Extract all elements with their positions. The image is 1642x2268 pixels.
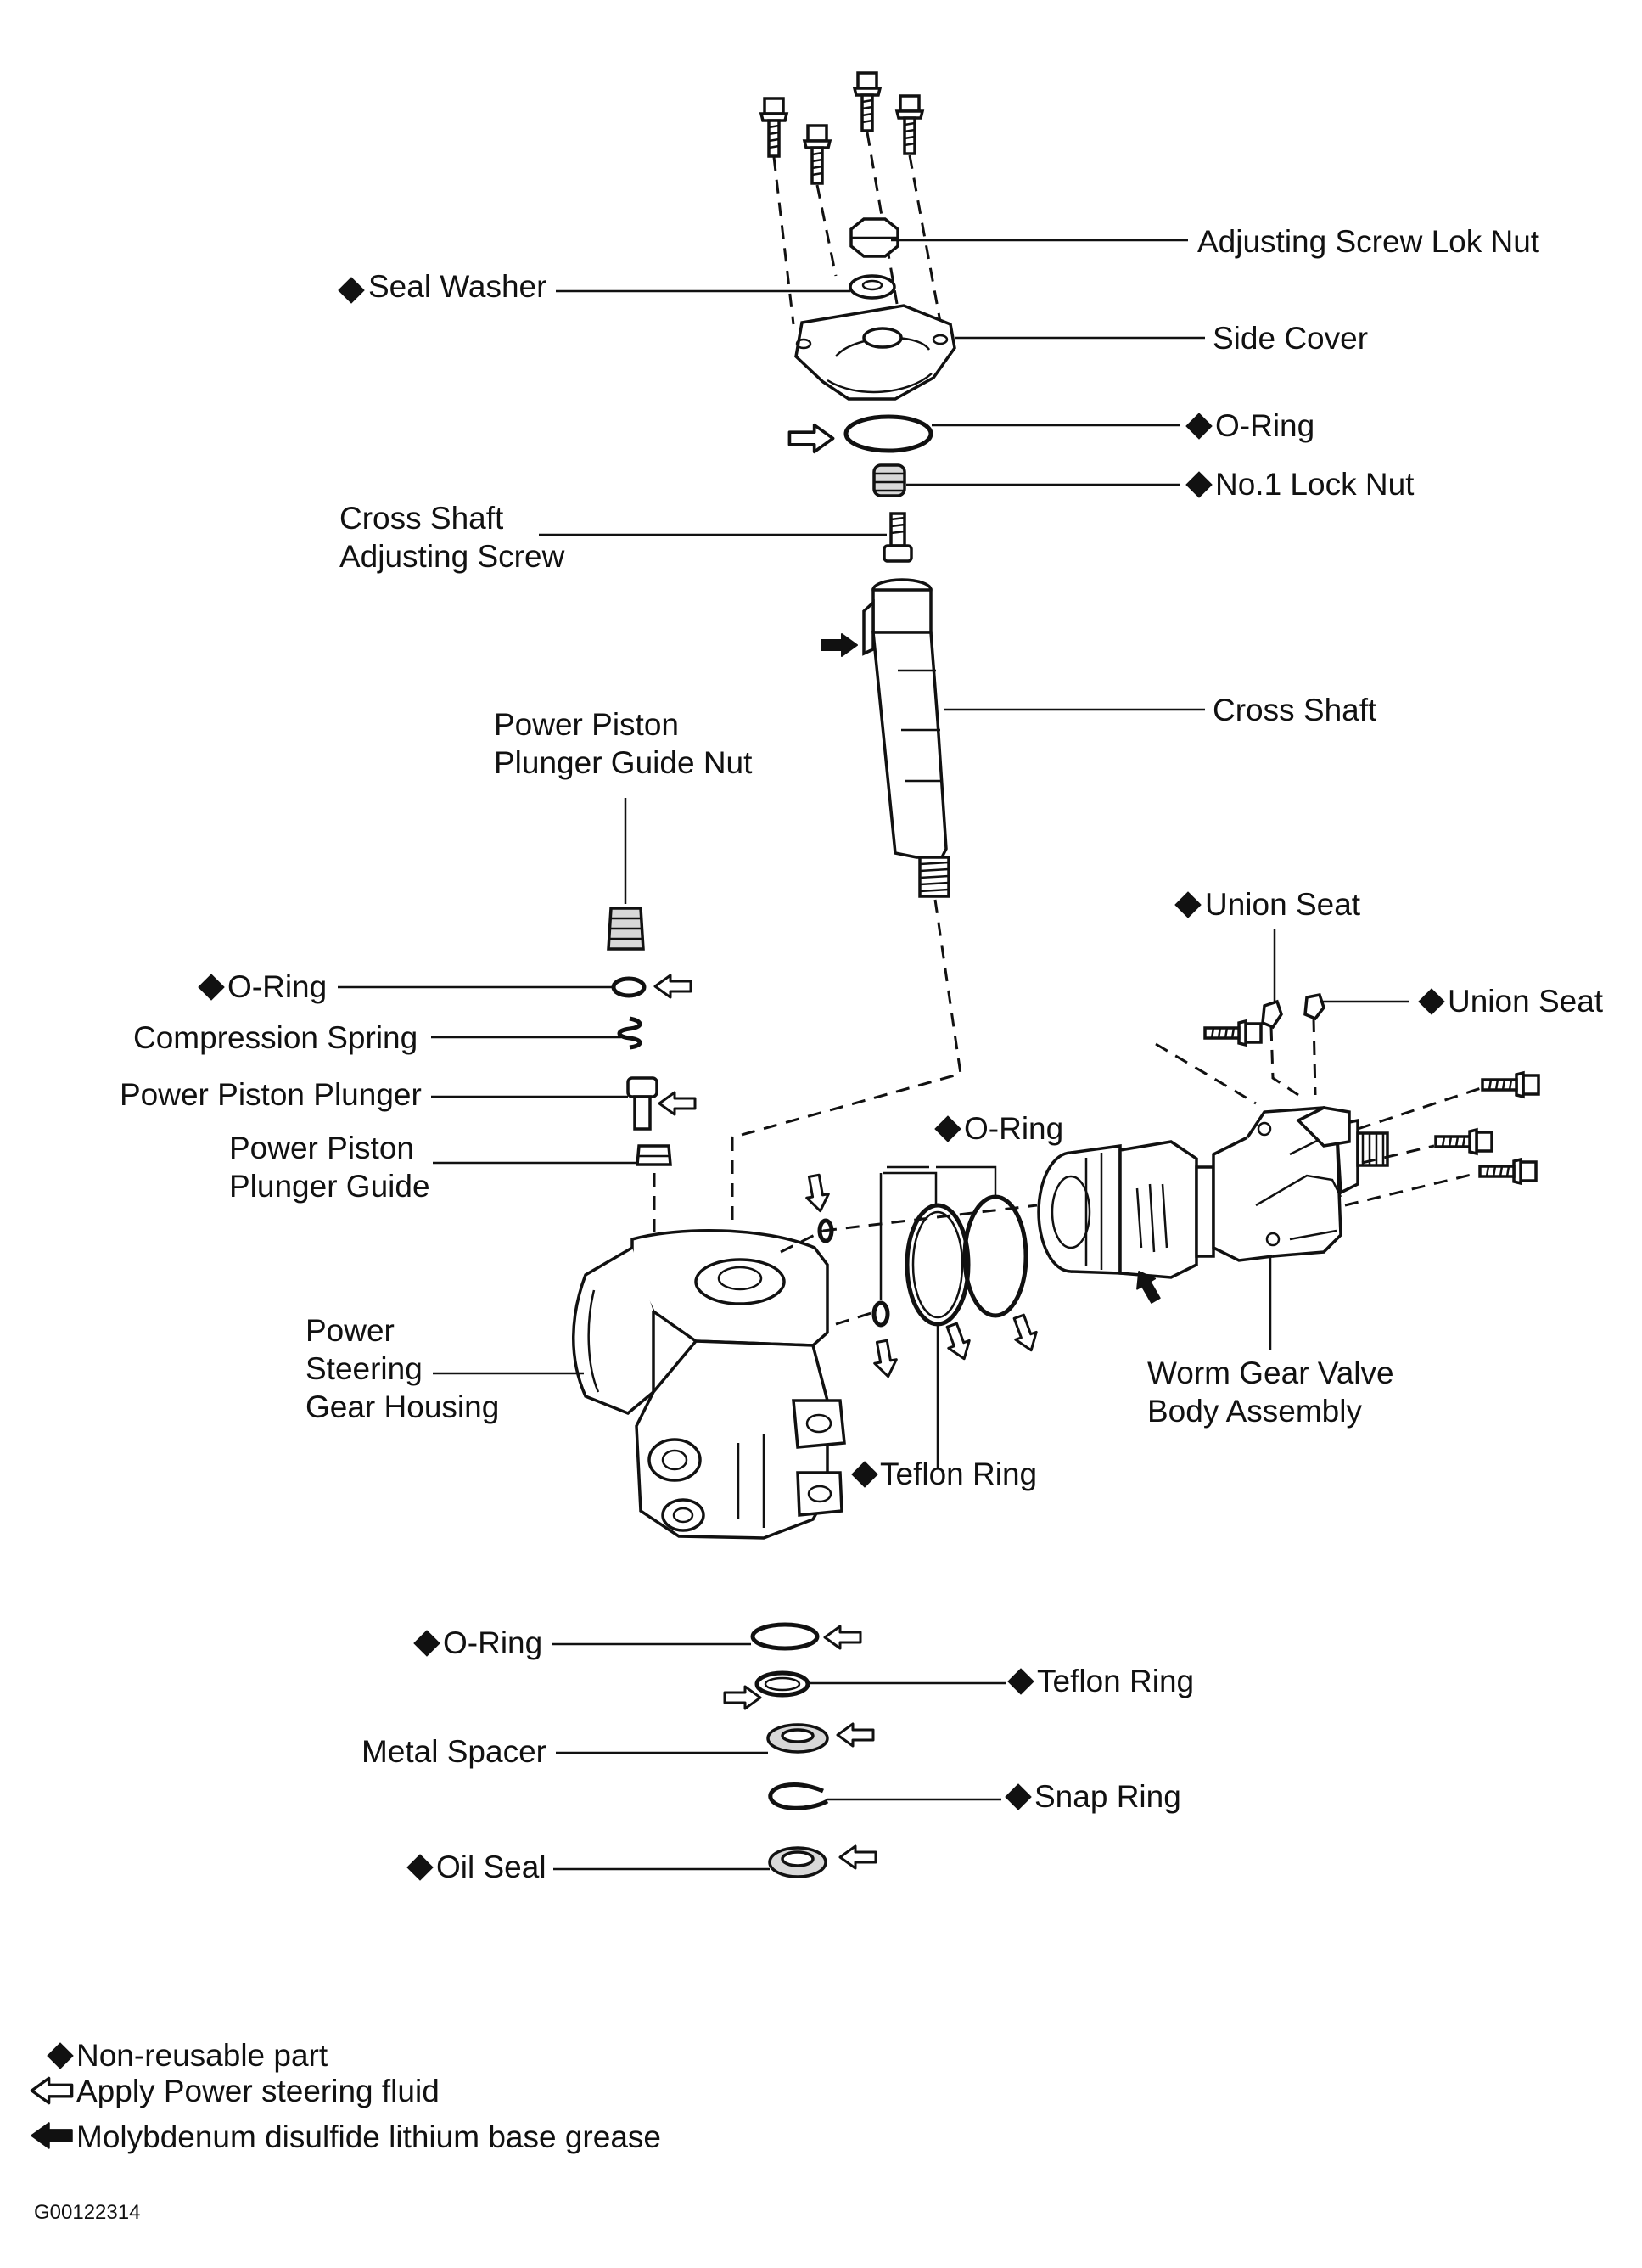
legend-apply-fluid: Apply Power steering fluid: [76, 2074, 440, 2108]
label-cross-shaft: Cross Shaft: [1213, 693, 1377, 727]
label-worm-gear-line2: Body Assembly: [1147, 1394, 1362, 1429]
cross-shaft-part: [821, 578, 950, 898]
adjusting-screw-lock-nut-part: [849, 217, 899, 258]
label-snap-ring: Snap Ring: [1034, 1779, 1181, 1814]
label-side-cover: Side Cover: [1213, 321, 1368, 356]
label-union-seat-1: Union Seat: [1205, 887, 1361, 922]
cross-shaft-adjusting-screw-part: [883, 512, 913, 563]
label-o-ring-middle: O-Ring: [964, 1111, 1063, 1146]
label-seal-washer: Seal Washer: [368, 269, 546, 304]
label-o-ring-top: O-Ring: [1215, 408, 1314, 443]
label-no1-lock-nut: No.1 Lock Nut: [1215, 467, 1415, 502]
leader-lines: [338, 239, 1409, 1871]
oil-seal-part: [768, 1844, 877, 1878]
union-seat-parts: [1261, 992, 1325, 1097]
power-piston-plunger-guide-part: [636, 1144, 672, 1166]
o-ring-top-part: [787, 414, 933, 454]
no1-lock-nut-part: [872, 463, 906, 497]
label-compression-spring: Compression Spring: [133, 1020, 418, 1055]
label-worm-gear-line1: Worm Gear Valve: [1147, 1356, 1394, 1390]
plunger-guide-nut-part: [607, 907, 645, 951]
label-guide-nut-line2: Plunger Guide Nut: [494, 745, 753, 780]
o-ring-bottom-part: [750, 1622, 862, 1651]
power-steering-gear-housing-part: [572, 1229, 846, 1540]
label-teflon-ring-middle: Teflon Ring: [880, 1457, 1037, 1491]
metal-spacer-part: [766, 1722, 875, 1754]
side-cover-part: [794, 304, 956, 401]
label-housing-line1: Power: [305, 1313, 395, 1348]
teflon-ring-bottom-part: [723, 1670, 810, 1710]
label-cross-shaft-adjusting-screw-line1: Cross Shaft: [339, 501, 504, 536]
label-o-ring-bottom: O-Ring: [443, 1625, 542, 1660]
label-power-piston-plunger: Power Piston Plunger: [120, 1077, 422, 1112]
o-ring-middle-parts: [802, 1172, 1043, 1380]
label-plunger-guide-line1: Power Piston: [229, 1131, 414, 1165]
compression-spring-part: [617, 1016, 642, 1050]
label-o-ring-left: O-Ring: [227, 969, 327, 1004]
label-housing-line2: Steering: [305, 1351, 423, 1386]
label-guide-nut-line1: Power Piston: [494, 707, 679, 742]
label-adjusting-screw-lock-nut: Adjusting Screw Lok Nut: [1197, 224, 1540, 259]
snap-ring-part: [768, 1782, 829, 1810]
label-metal-spacer: Metal Spacer: [361, 1734, 546, 1769]
figure-id: G00122314: [34, 2201, 140, 2224]
label-oil-seal: Oil Seal: [436, 1850, 546, 1884]
legend-grease: Molybdenum disulfide lithium base grease: [76, 2119, 661, 2154]
label-cross-shaft-adjusting-screw-line2: Adjusting Screw: [339, 539, 565, 574]
label-teflon-ring-bottom: Teflon Ring: [1037, 1664, 1194, 1698]
power-piston-plunger-part: [626, 1076, 697, 1131]
label-housing-line3: Gear Housing: [305, 1389, 499, 1424]
label-union-seat-2: Union Seat: [1448, 984, 1604, 1019]
label-plunger-guide-line2: Plunger Guide: [229, 1169, 430, 1204]
worm-gear-valve-body-assembly-part: [1037, 1106, 1389, 1307]
o-ring-left-part: [611, 974, 692, 999]
legend: Non-reusable part Apply Power steering f…: [30, 2038, 661, 2154]
valve-body-bolts: [1155, 1019, 1540, 1207]
seal-washer-part: [849, 274, 896, 300]
legend-non-reusable: Non-reusable part: [76, 2038, 328, 2073]
teflon-ring-middle-part: [905, 1203, 976, 1364]
